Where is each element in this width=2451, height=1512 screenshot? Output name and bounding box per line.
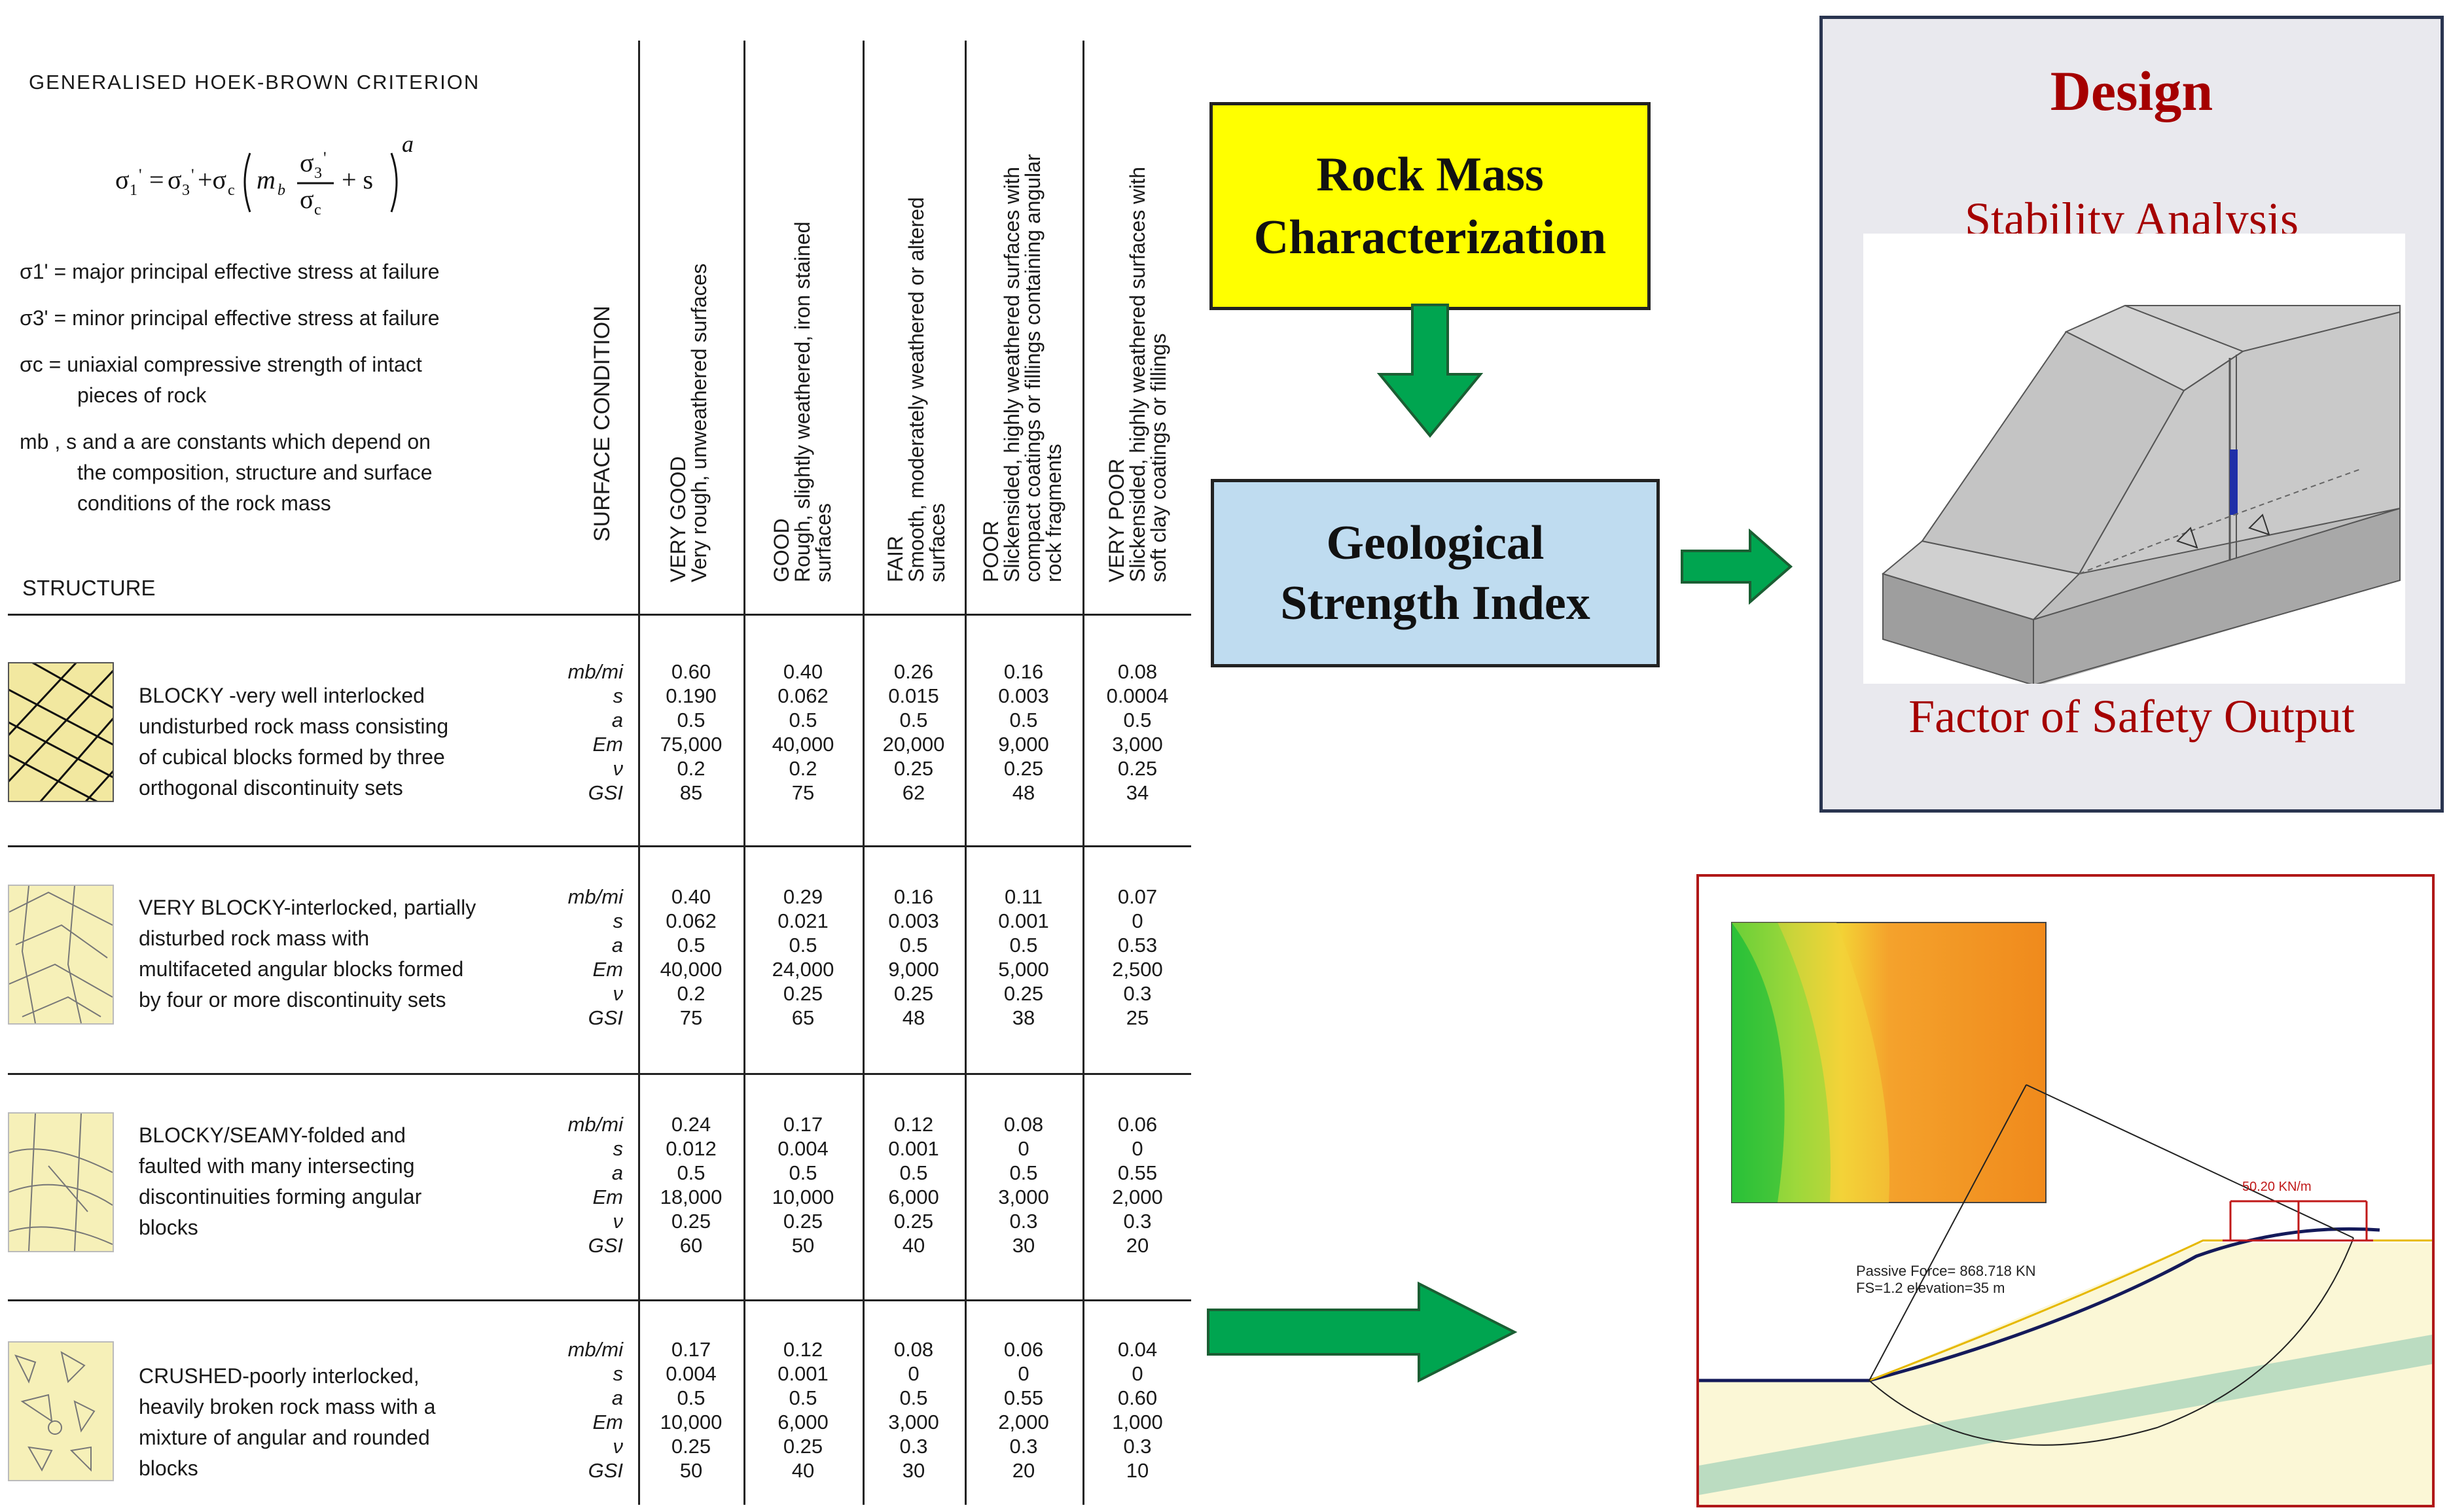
formula-eq: = [149, 165, 164, 194]
formula-sigma3: σ [168, 165, 182, 194]
gsi-line-2: Strength Index [1280, 576, 1590, 630]
definition-sigma1: σ1' = major principal effective stress a… [20, 260, 440, 283]
arrow-right-to-design-icon [1681, 529, 1793, 605]
structure-blocky-icon [8, 662, 114, 802]
design-footer: Factor of Safety Output [1908, 690, 2355, 743]
rmc-line-1: Rock Mass [1316, 148, 1544, 202]
formula-frac-sigma3: σ [300, 148, 314, 177]
design-panel: Design Stability Analysis Factor of Safe… [1819, 16, 2444, 813]
grid-hline-1 [8, 845, 1191, 847]
formula-sub3: 3 [182, 182, 190, 199]
formula-frac-sigmac: σ [300, 185, 314, 214]
fs-output-panel: 50.20 KN/m Passive Force= 868.718 KN FS=… [1696, 874, 2435, 1507]
structure-very-blocky-icon [8, 885, 114, 1025]
hoek-brown-formula: σ 1 ' = σ 3 ' +σ c m b σ 3 ' σ c + s a [115, 131, 414, 219]
definition-constants-cont1: the composition, structure and surface [77, 461, 433, 484]
formula-mb: m [257, 165, 276, 194]
rock-mass-characterization-box: Rock Mass Characterization [1209, 102, 1651, 310]
criterion-title: GENERALISED HOEK-BROWN CRITERION [29, 71, 480, 94]
formula-exp-a: a [402, 131, 414, 157]
formula-sigma1: σ [115, 165, 130, 194]
fs-value-line: FS=1.2 elevation=35 m [1856, 1280, 2005, 1296]
surface-condition-label: SURFACE CONDITION [590, 306, 615, 542]
design-title: Design [2050, 60, 2213, 122]
formula-prime1: ' [139, 166, 142, 185]
structure-blocky-seamy-icon [8, 1112, 114, 1252]
fs-load-label: 50.20 KN/m [2242, 1180, 2312, 1194]
formula-frac-subc: c [314, 202, 321, 219]
formula-plus-s: + s [342, 165, 373, 194]
gsi-line-1: Geological [1326, 516, 1545, 570]
rmc-line-2: Characterization [1253, 211, 1607, 264]
structure-label: STRUCTURE [22, 576, 156, 600]
definition-sigmac: σc = uniaxial compressive strength of in… [20, 353, 422, 376]
row-crushed-description: CRUSHED-poorly interlocked,heavily broke… [139, 1364, 436, 1480]
formula-subb: b [277, 182, 285, 199]
grid-hline-3 [8, 1299, 1191, 1301]
formula-plus-sigmac: +σ [198, 165, 226, 194]
formula-frac-sub3: 3 [314, 165, 322, 182]
arrow-down-icon [1376, 304, 1484, 438]
definition-sigmac-cont: pieces of rock [77, 383, 207, 407]
formula-sub1: 1 [130, 182, 137, 199]
grid-vline-5 [1082, 41, 1084, 1505]
grid-hline-2 [8, 1073, 1191, 1075]
definition-sigma3: σ3' = minor principal effective stress a… [20, 306, 440, 330]
formula-prime3: ' [191, 166, 194, 185]
arrow-right-to-output-icon [1207, 1281, 1518, 1383]
grid-vline-1 [638, 41, 640, 1505]
slope-model-image [1863, 234, 2405, 684]
fs-output-plot: 50.20 KN/m Passive Force= 868.718 KN FS=… [1699, 922, 2432, 1505]
geological-strength-index-box: Geological Strength Index [1211, 479, 1660, 667]
grid-vline-3 [863, 41, 865, 1505]
grid-vline-4 [965, 41, 967, 1505]
definition-constants-cont2: conditions of the rock mass [77, 491, 331, 515]
structure-crushed-icon [8, 1341, 114, 1481]
formula-subc: c [228, 182, 235, 199]
fs-passive-force: Passive Force= 868.718 KN [1856, 1263, 2036, 1279]
formula-frac-prime: ' [323, 149, 327, 167]
definition-constants: mb , s and a are constants which depend … [20, 430, 431, 453]
grid-hline-header [8, 614, 1191, 616]
grid-vline-2 [743, 41, 745, 1505]
criterion-definitions: σ1' = major principal effective stress a… [20, 256, 440, 519]
